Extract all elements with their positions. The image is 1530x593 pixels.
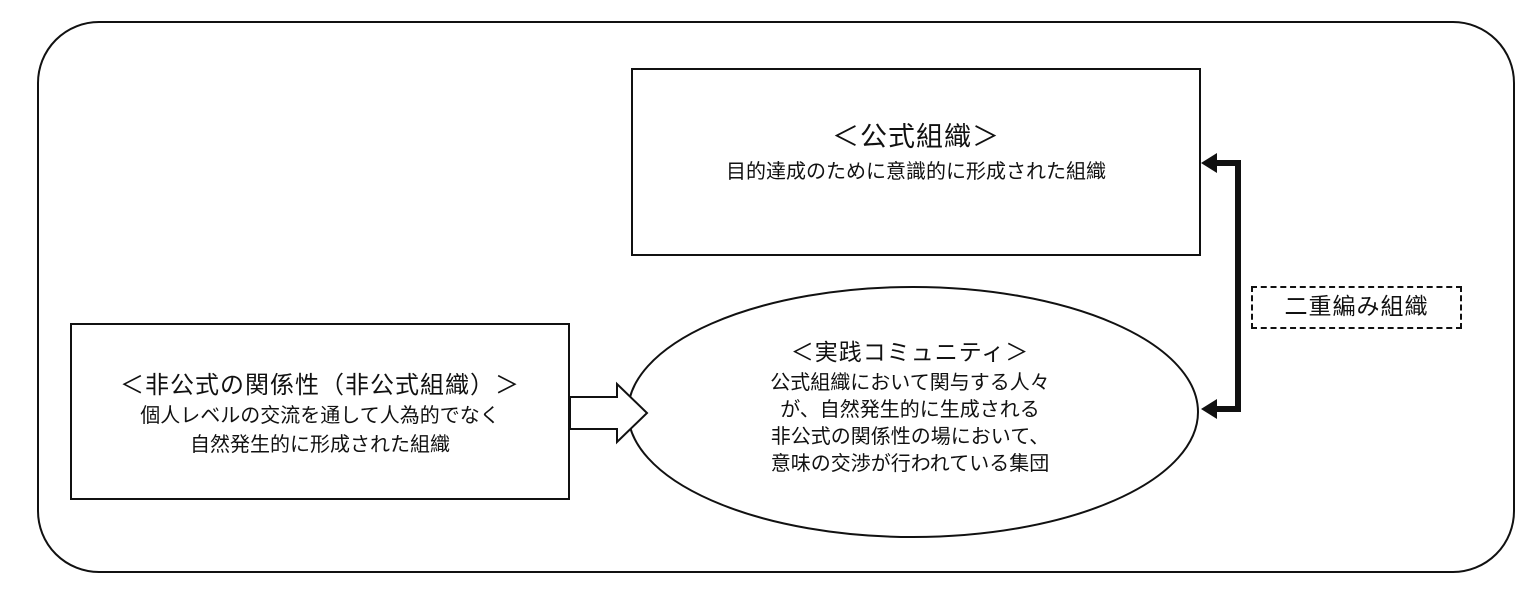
community-description-line: 意味の交渉が行われている集団 — [770, 451, 1050, 475]
formal-org-box: ＜公式組織＞ 目的達成のために意識的に形成された組織 — [631, 68, 1201, 256]
double-arrow-line — [1215, 160, 1241, 412]
community-description-line: 非公式の関係性の場において、 — [770, 424, 1050, 448]
block-arrow — [569, 381, 649, 445]
informal-org-title: ＜非公式の関係性（非公式組織）＞ — [120, 371, 520, 399]
double-arrow-head-top — [1201, 153, 1217, 173]
double-arrow-head-bottom — [1201, 399, 1217, 419]
community-of-practice-text: ＜実践コミュニティ＞ 公式組織において関与する人々 が、自然発生的に生成される … — [690, 338, 1130, 477]
informal-org-box: ＜非公式の関係性（非公式組織）＞ 個人レベルの交流を通して人為的でなく 自然発生… — [70, 323, 570, 500]
formal-org-description: 目的達成のために意識的に形成された組織 — [726, 159, 1106, 183]
outer-frame — [37, 21, 1515, 573]
informal-org-description-line: 自然発生的に形成された組織 — [190, 432, 450, 456]
formal-org-title: ＜公式組織＞ — [832, 122, 1000, 153]
informal-org-description-line: 個人レベルの交流を通して人為的でなく — [140, 403, 500, 427]
community-title: ＜実践コミュニティ＞ — [790, 340, 1030, 366]
dual-structure-label: 二重編み組織 — [1251, 286, 1462, 329]
community-description-line: が、自然発生的に生成される — [780, 397, 1040, 421]
community-description-line: 公式組織において関与する人々 — [770, 370, 1050, 394]
